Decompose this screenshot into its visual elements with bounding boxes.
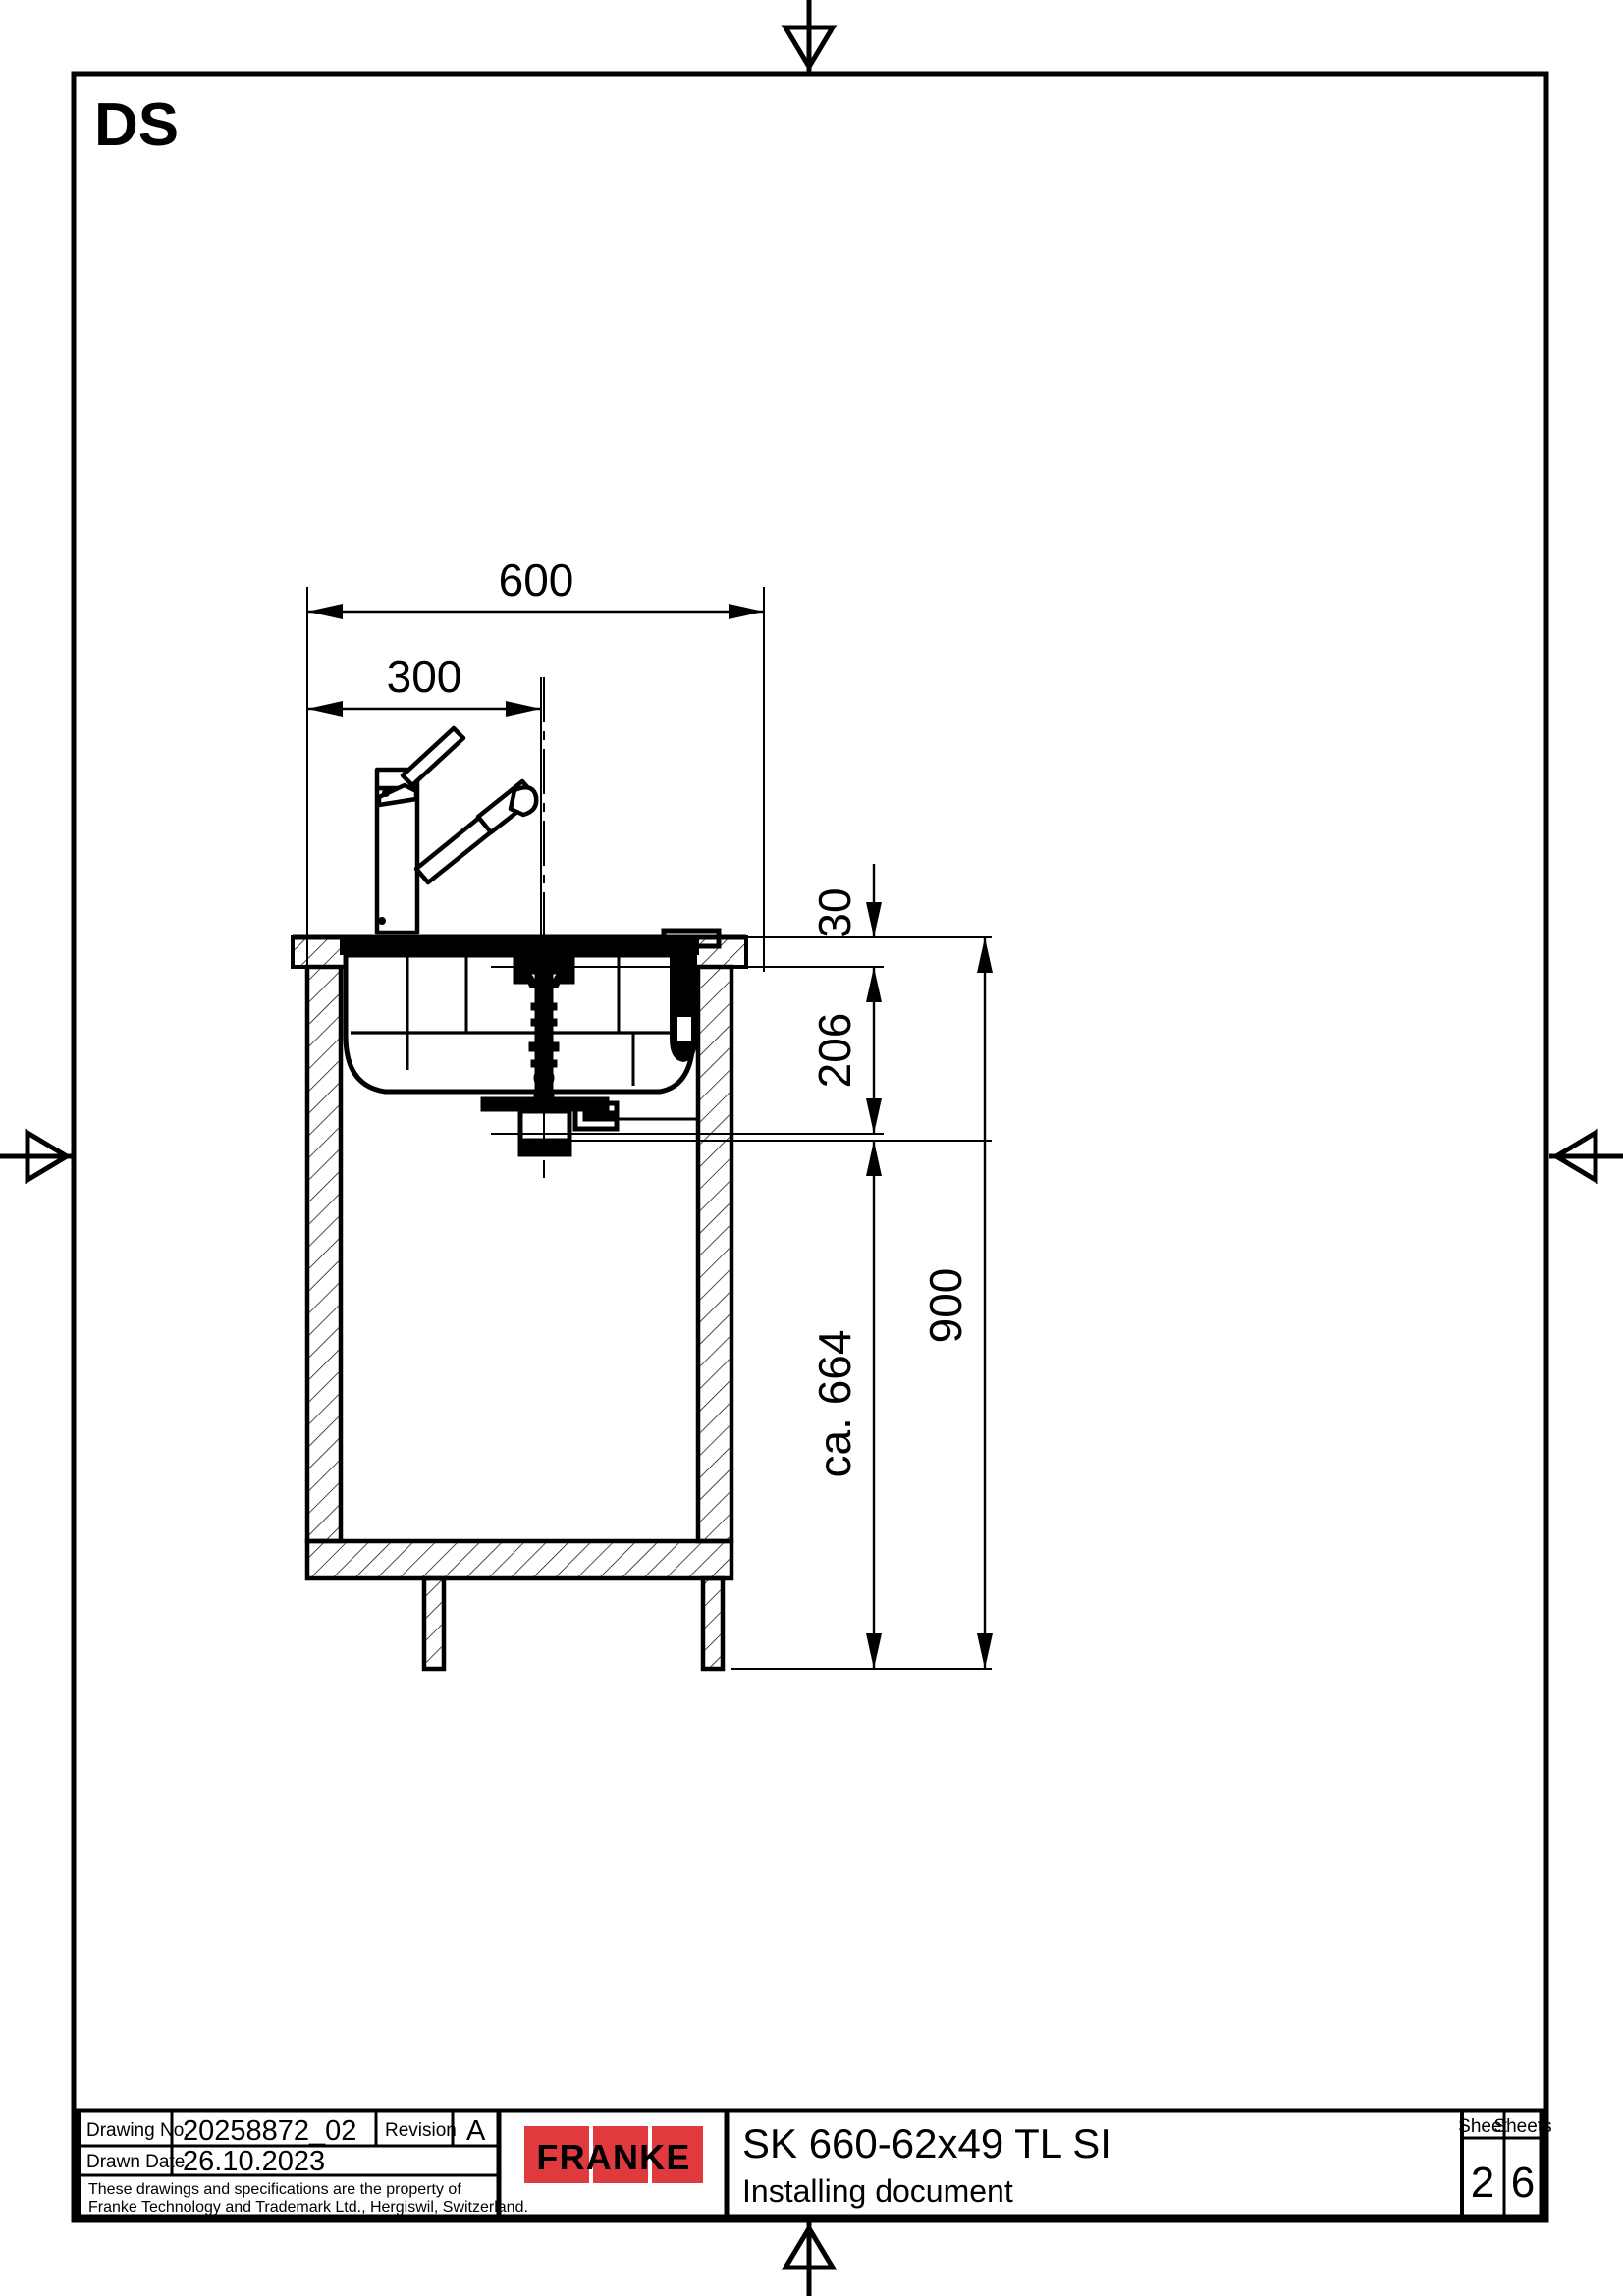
disclaimer-line-1: These drawings and specifications are th… [88,2181,461,2198]
drain-waste-assembly [480,951,620,1157]
dimension-label-664: ca. 664 [809,1330,860,1478]
dimension-label-300: 300 [387,651,462,702]
sheet-value: 2 [1471,2159,1494,2207]
revision-label: Revision [385,2120,457,2141]
drawn-date-label: Drawn Date [86,2152,185,2172]
dimension-height-30: 30 [809,864,882,938]
dimension-width-600: 600 [306,555,765,972]
top-centering-mark [781,0,838,74]
franke-logo: FRANKE [524,2126,703,2183]
drawing-no-label: Drawing No. [86,2120,189,2141]
dimension-height-664: ca. 664 [809,1141,882,1669]
cabinet-legs [421,1575,726,1672]
dimension-label-30: 30 [809,887,860,937]
sheets-label: Sheets [1493,2116,1551,2137]
faucet [374,725,539,935]
dimension-label-900: 900 [920,1268,971,1344]
dimension-label-206: 206 [809,1013,860,1089]
dimension-height-206: 206 [809,967,882,1134]
drawing-no-value: 20258872_02 [183,2115,356,2147]
sheets-value: 6 [1511,2159,1535,2207]
franke-logo-text: FRANKE [536,2137,690,2177]
revision-value: A [466,2115,486,2147]
sheet-border [71,71,1549,2223]
title-block: Drawing No. 20258872_02 Revision A Drawn… [76,2108,1552,2219]
dimension-extension-lines [293,936,992,1670]
bottom-centering-mark [781,2220,838,2296]
drawn-date-value: 26.10.2023 [183,2146,325,2177]
sheet-corner-mark: DS [94,91,179,159]
dimension-height-900: 900 [920,937,993,1669]
right-centering-mark [1549,1128,1623,1185]
sheet-label: Sheet [1458,2116,1507,2137]
left-centering-mark [0,1128,74,1185]
disclaimer-line-2: Franke Technology and Trademark Ltd., He… [88,2199,528,2216]
dimension-label-600: 600 [499,555,574,606]
product-title: SK 660-62x49 TL SI [742,2120,1111,2166]
document-type: Installing document [742,2173,1013,2209]
